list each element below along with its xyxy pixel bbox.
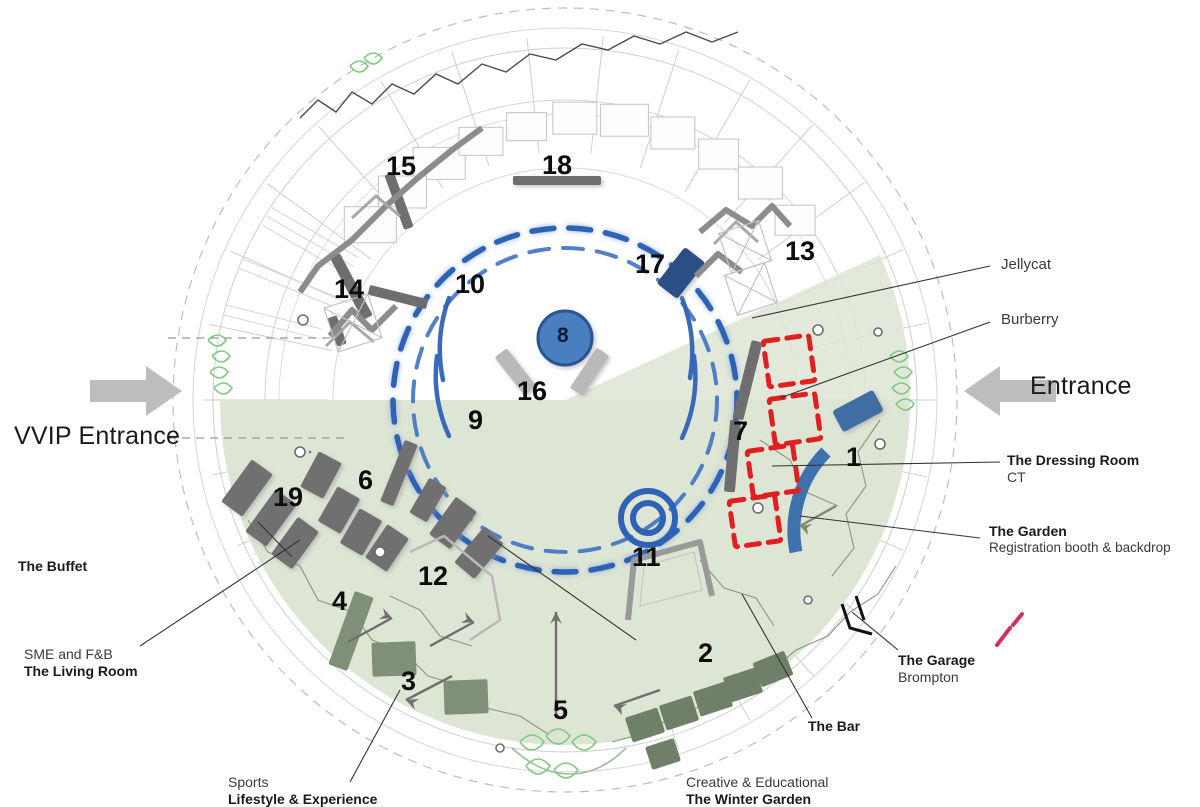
cad-room-center-bottom <box>625 539 715 621</box>
main-entrance-label: Entrance <box>1030 372 1132 400</box>
inner-blue-arcs <box>433 295 698 441</box>
callout-bar-title: The Bar <box>808 718 861 734</box>
marker-number: 6 <box>358 465 374 495</box>
marker-number: 16 <box>517 376 548 406</box>
guide-dashes <box>168 337 350 439</box>
marker-number: 13 <box>785 236 816 266</box>
callout-dressing-room-title: The Dressing Room <box>1007 452 1140 468</box>
marker-number: 17 <box>635 249 666 279</box>
marker-number: 3 <box>401 666 417 696</box>
callout-garden: The Garden Registration booth & backdrop <box>989 523 1171 555</box>
inner-dashed-circle-2 <box>411 246 719 554</box>
callout-lifestyle-subtitle: Sports <box>228 774 269 790</box>
callout-garage-subtitle: Brompton <box>898 668 959 685</box>
center-gray-bars <box>495 348 609 396</box>
callout-garden-subtitle: Registration booth & backdrop <box>989 539 1171 555</box>
marker-number: 18 <box>542 150 573 180</box>
callout-garage: The Garage Brompton <box>898 652 975 685</box>
callout-winter-garden-title: The Winter Garden <box>686 790 812 807</box>
cad-room-left-lower <box>409 534 502 642</box>
marker-number: 1 <box>846 442 862 472</box>
callout-burberry-title: Burberry <box>1001 311 1059 328</box>
callout-living-room-subtitle: SME and F&B <box>24 646 113 662</box>
main-entrance-arrow-icon <box>964 366 1056 416</box>
cad-diamond-rooms <box>323 219 779 353</box>
callout-garage-title: The Garage <box>898 652 976 668</box>
callout-dressing-room-subtitle: CT <box>1007 468 1026 485</box>
marker-number: 8 <box>557 324 569 347</box>
plant-motifs <box>207 52 915 779</box>
vvip-entrance-label: VVIP Entrance <box>14 422 181 450</box>
marker-number: 7 <box>733 416 749 446</box>
booth-blocks-green-left <box>328 591 489 715</box>
gray-wall-segments <box>327 172 763 493</box>
callout-jellycat: Jellycat <box>1001 256 1051 274</box>
marker-number: 11 <box>632 542 661 572</box>
callout-lifestyle-title: Lifestyle & Experience <box>228 790 378 807</box>
marker-number: 15 <box>386 151 417 181</box>
booth-blocks-green-right <box>625 651 794 770</box>
marker-number: 2 <box>698 638 714 668</box>
pink-dash-marks <box>995 612 1024 647</box>
callout-living-room-title: The Living Room <box>24 662 138 679</box>
marker-11-rings <box>618 488 678 548</box>
marker-number: 5 <box>553 695 569 725</box>
flow-arrows <box>347 504 837 718</box>
callout-buffet: The Buffet <box>18 558 87 575</box>
entrance-navy-bar <box>833 390 883 432</box>
callout-burberry: Burberry <box>1001 311 1059 329</box>
marker-number: 19 <box>273 482 304 512</box>
garden-backdrop-arc <box>787 447 831 554</box>
callout-dressing-room: The Dressing Room CT <box>1007 452 1139 485</box>
callout-bar: The Bar <box>808 718 860 735</box>
red-dashed-booths <box>726 332 824 550</box>
cad-room-center-bottom-inner <box>639 551 703 607</box>
callout-winter-garden: Creative & Educational The Winter Garden <box>686 774 828 807</box>
callout-leaders <box>139 265 1001 783</box>
garage-bracket <box>840 595 873 636</box>
marker-18-bar <box>513 176 601 185</box>
marker-number: 14 <box>334 274 365 304</box>
callout-buffet-title: The Buffet <box>18 558 88 574</box>
callout-living-room: SME and F&B The Living Room <box>24 646 138 679</box>
center-stage-disc <box>536 309 594 367</box>
callout-jellycat-title: Jellycat <box>1001 256 1052 273</box>
booth-blocks-left <box>221 440 503 579</box>
callout-winter-garden-subtitle: Creative & Educational <box>686 774 829 790</box>
marker-number: 10 <box>455 269 486 299</box>
callout-lifestyle: Sports Lifestyle & Experience <box>228 774 377 807</box>
vvip-entrance-arrow-icon <box>90 366 182 416</box>
callout-garden-title: The Garden <box>989 523 1067 539</box>
marker-17-bar <box>657 248 705 298</box>
marker-number: 4 <box>332 586 348 616</box>
cad-facade <box>299 31 739 119</box>
column-markers <box>294 314 886 753</box>
marker-number: 12 <box>418 561 449 591</box>
marker-number: 9 <box>468 405 484 435</box>
